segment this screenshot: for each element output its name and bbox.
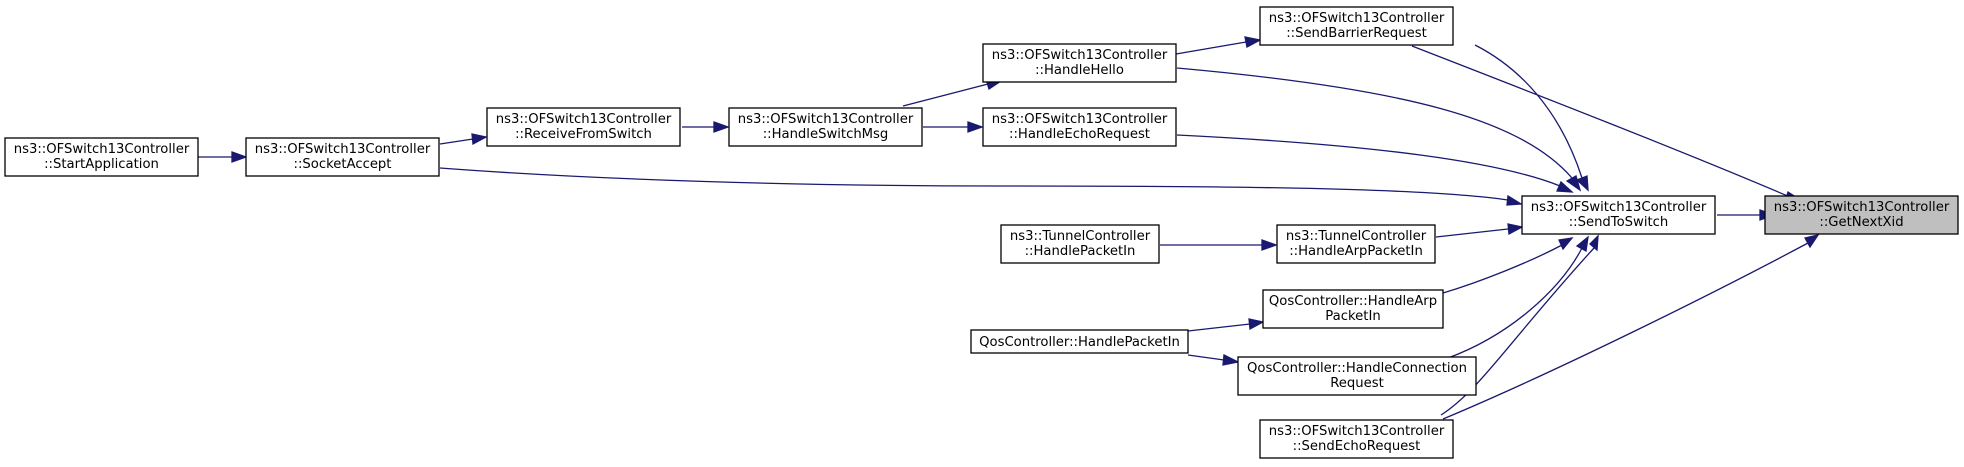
edge-qospacketin-to-qosarp bbox=[1187, 318, 1265, 332]
node-send-echo-request-line2: ::SendEchoRequest bbox=[1293, 439, 1421, 454]
edge-handleechorequest-to-sendtoswitch bbox=[1176, 134, 1574, 193]
node-handle-switch-msg-line1: ns3::OFSwitch13Controller bbox=[738, 112, 914, 127]
edge-qosconnection-to-sendtoswitch bbox=[1447, 235, 1589, 359]
node-send-barrier-request[interactable]: ns3::OFSwitch13Controller ::SendBarrierR… bbox=[1259, 6, 1454, 46]
edge-handleechorequest-to-handleswitchmsg bbox=[923, 121, 984, 133]
node-tunnel-handle-packet-in-line2: ::HandlePacketIn bbox=[1025, 244, 1136, 259]
node-socket-accept[interactable]: ns3::OFSwitch13Controller ::SocketAccept bbox=[245, 137, 440, 177]
edge-sendbarrierrequest-to-getnextxid bbox=[1411, 45, 1805, 203]
node-start-application-line1: ns3::OFSwitch13Controller bbox=[14, 142, 190, 157]
node-handle-hello-line1: ns3::OFSwitch13Controller bbox=[992, 48, 1168, 63]
node-qos-handle-packet-in-line1: QosController::HandlePacketIn bbox=[979, 335, 1180, 350]
node-socket-accept-line2: ::SocketAccept bbox=[294, 157, 392, 172]
edge-socketaccept-to-sendtoswitch bbox=[439, 167, 1524, 206]
node-start-application[interactable]: ns3::OFSwitch13Controller ::StartApplica… bbox=[4, 137, 199, 177]
node-handle-switch-msg[interactable]: ns3::OFSwitch13Controller ::HandleSwitch… bbox=[728, 107, 923, 147]
edge-handlehello-to-handleswitchmsg bbox=[902, 78, 1003, 107]
node-tunnel-handle-arp-line2: ::HandleArpPacketIn bbox=[1289, 244, 1423, 259]
node-handle-hello[interactable]: ns3::OFSwitch13Controller ::HandleHello bbox=[982, 43, 1177, 83]
edge-qosarp-to-sendtoswitch bbox=[1442, 237, 1574, 294]
edge-sendbarrierrequest-to-handlehello bbox=[1175, 36, 1262, 55]
edge-sendechorequest-to-getnextxid bbox=[1442, 233, 1820, 420]
edge-sendechorequest-to-sendtoswitch bbox=[1440, 234, 1599, 416]
node-send-to-switch[interactable]: ns3::OFSwitch13Controller ::SendToSwitch bbox=[1521, 195, 1716, 235]
edge-socketaccept-to-startapplication bbox=[198, 151, 248, 163]
node-start-application-line2: ::StartApplication bbox=[44, 157, 159, 172]
node-qos-handle-arp[interactable]: QosController::HandleArp PacketIn bbox=[1262, 289, 1444, 329]
node-tunnel-handle-arp-line1: ns3::TunnelController bbox=[1286, 229, 1427, 244]
node-qos-handle-connection[interactable]: QosController::HandleConnection Request bbox=[1237, 356, 1477, 396]
edge-handlehello-to-sendtoswitch bbox=[1176, 67, 1582, 192]
edge-tunnelarp-to-sendtoswitch bbox=[1435, 223, 1524, 238]
node-tunnel-handle-packet-in[interactable]: ns3::TunnelController ::HandlePacketIn bbox=[1000, 224, 1160, 264]
node-qos-handle-packet-in[interactable]: QosController::HandlePacketIn bbox=[970, 329, 1189, 354]
edge-sendbarrierrequest-to-sendtoswitch bbox=[1474, 44, 1589, 192]
node-qos-handle-arp-line1: QosController::HandleArp bbox=[1269, 294, 1437, 309]
node-get-next-xid-line2: ::GetNextXid bbox=[1819, 215, 1903, 230]
node-tunnel-handle-arp[interactable]: ns3::TunnelController ::HandleArpPacketI… bbox=[1276, 224, 1436, 264]
node-send-to-switch-line2: ::SendToSwitch bbox=[1569, 215, 1669, 230]
node-handle-echo-request-line2: ::HandleEchoRequest bbox=[1009, 127, 1150, 142]
node-qos-handle-arp-line2: PacketIn bbox=[1325, 309, 1380, 324]
node-receive-from-switch[interactable]: ns3::OFSwitch13Controller ::ReceiveFromS… bbox=[486, 107, 681, 147]
node-socket-accept-line1: ns3::OFSwitch13Controller bbox=[255, 142, 431, 157]
node-tunnel-handle-packet-in-line1: ns3::TunnelController bbox=[1010, 229, 1151, 244]
node-send-barrier-request-line2: ::SendBarrierRequest bbox=[1286, 26, 1427, 41]
node-qos-handle-connection-line1: QosController::HandleConnection bbox=[1247, 361, 1467, 376]
edge-qospacketin-to-qosconnection bbox=[1187, 353, 1240, 366]
node-send-barrier-request-line1: ns3::OFSwitch13Controller bbox=[1269, 11, 1445, 26]
node-handle-echo-request-line1: ns3::OFSwitch13Controller bbox=[992, 112, 1168, 127]
edge-tunnelpacketin-to-tunnelarp bbox=[1160, 239, 1278, 251]
node-get-next-xid[interactable]: ns3::OFSwitch13Controller ::GetNextXid bbox=[1764, 195, 1959, 235]
node-send-to-switch-line1: ns3::OFSwitch13Controller bbox=[1531, 200, 1707, 215]
node-send-echo-request[interactable]: ns3::OFSwitch13Controller ::SendEchoRequ… bbox=[1259, 419, 1454, 459]
node-receive-from-switch-line1: ns3::OFSwitch13Controller bbox=[496, 112, 672, 127]
edge-receivefromswitch-to-socketaccept bbox=[439, 133, 488, 146]
node-handle-echo-request[interactable]: ns3::OFSwitch13Controller ::HandleEchoRe… bbox=[982, 107, 1177, 147]
node-receive-from-switch-line2: ::ReceiveFromSwitch bbox=[515, 127, 652, 142]
node-get-next-xid-line1: ns3::OFSwitch13Controller bbox=[1774, 200, 1950, 215]
edge-handleswitchmsg-to-receivefromswitch bbox=[682, 121, 730, 133]
node-qos-handle-connection-line2: Request bbox=[1330, 376, 1384, 391]
node-send-echo-request-line1: ns3::OFSwitch13Controller bbox=[1269, 424, 1445, 439]
node-handle-switch-msg-line2: ::HandleSwitchMsg bbox=[763, 127, 889, 142]
node-handle-hello-line2: ::HandleHello bbox=[1035, 63, 1124, 78]
